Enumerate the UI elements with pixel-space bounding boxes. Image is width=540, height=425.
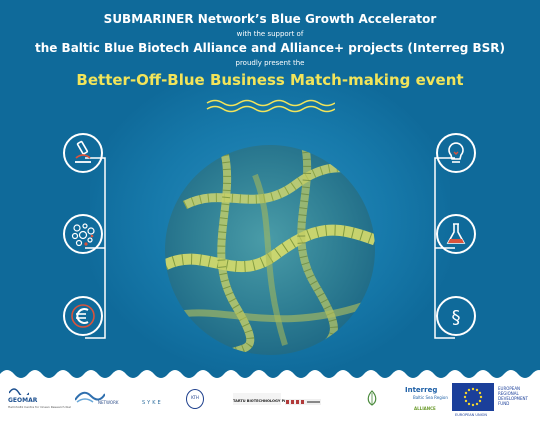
event-title: Better-Off-Blue Business Match-making ev… bbox=[76, 71, 464, 89]
eu-union-text: EUROPEAN UNION bbox=[455, 413, 487, 417]
interreg-subtitle: Baltic Sea Region bbox=[413, 395, 448, 400]
wave-divider-icon bbox=[206, 99, 335, 113]
syke-logo: SYKE bbox=[142, 400, 163, 406]
geomar-logo: GEOMAR bbox=[8, 397, 38, 404]
tartu-logo-box bbox=[233, 393, 281, 405]
tartu-logo: TARTU BIOTECHNOLOGY PARK bbox=[233, 399, 292, 403]
submariner-logo-icon bbox=[75, 391, 105, 403]
svg-text:§: § bbox=[452, 307, 461, 328]
euro-icon bbox=[63, 296, 103, 336]
kth-logo: KTH bbox=[186, 389, 204, 409]
eu-flag-icon bbox=[452, 383, 494, 411]
alliance-logo: ALLIANCE bbox=[414, 406, 436, 411]
leaf-logo-icon bbox=[367, 390, 377, 406]
support-line: with the support of bbox=[236, 30, 304, 38]
present-line: proudly present the bbox=[235, 59, 305, 67]
geomar-logo-icon bbox=[9, 388, 29, 395]
interreg-logo: Interreg bbox=[405, 386, 438, 394]
network-logo-text: NETWORK bbox=[98, 400, 119, 405]
flask-icon bbox=[436, 214, 476, 254]
geomar-subtitle: Helmholtz Centre for Ocean Research Kiel bbox=[8, 405, 71, 409]
microalgae-image bbox=[165, 145, 375, 355]
paragraph-icon: § bbox=[436, 296, 476, 336]
cells-icon bbox=[63, 214, 103, 254]
lightbulb-icon bbox=[436, 133, 476, 173]
eu-fund-text: EUROPEAN REGIONAL DEVELOPMENT FUND bbox=[498, 386, 528, 406]
projects-line: the Baltic Blue Biotech Alliance and All… bbox=[34, 41, 506, 55]
organizer-line: SUBMARINER Network’s Blue Growth Acceler… bbox=[103, 12, 437, 26]
partner-grid-logo-icon bbox=[285, 399, 321, 405]
microscope-icon bbox=[63, 133, 103, 173]
kth-logo-text: KTH bbox=[191, 395, 199, 400]
